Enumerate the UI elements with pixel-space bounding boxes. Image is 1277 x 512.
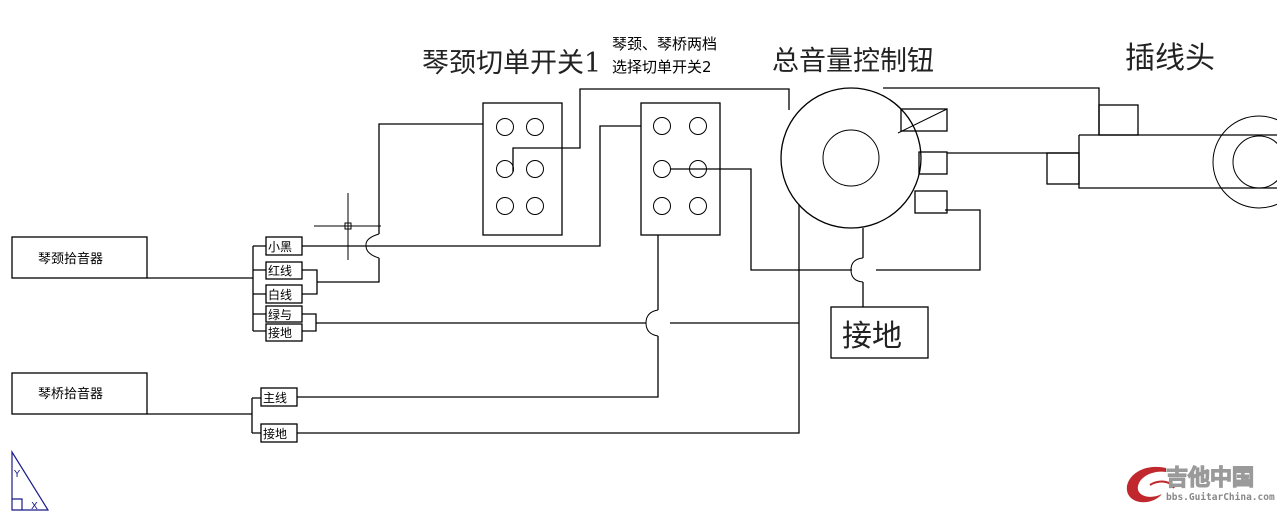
- svg-text:接地: 接地: [268, 325, 292, 340]
- red-white-join-wire: [302, 258, 380, 295]
- volume-pot-lug-2: [918, 151, 948, 175]
- jack-title: 插线头: [1125, 41, 1215, 76]
- wire-crossover-hop: [850, 257, 864, 283]
- wire-crossover-hop: [645, 309, 659, 337]
- switch-1-lug: [526, 160, 544, 178]
- switch-1-lug: [496, 118, 514, 136]
- volume-pot-body: [780, 87, 922, 229]
- watermark-url: bbs.GuitarChina.com: [1166, 492, 1275, 503]
- neck-pickup-box: [11, 236, 148, 279]
- neck-harness-branches: [253, 245, 266, 332]
- switch-2-lug: [653, 197, 671, 215]
- neck-wire-tag-white: 白线: [265, 284, 303, 304]
- selector-switch-title-line1: 琴颈、琴桥两档: [612, 35, 717, 53]
- svg-text:红线: 红线: [268, 263, 292, 278]
- switch-1-body: [482, 102, 563, 236]
- bridge-pickup-label: 琴桥拾音器: [38, 386, 103, 402]
- bridge-main-wire: [297, 336, 659, 398]
- volume-pot-lug-3: [914, 190, 948, 214]
- bridge-pickup-box: [11, 372, 148, 415]
- neck-wire-tag-red: 红线: [265, 261, 303, 280]
- svg-text:白线: 白线: [268, 287, 292, 302]
- jack-nut-inner: [1232, 135, 1277, 189]
- pot-to-jack-sleeve-wire: [883, 87, 1100, 135]
- switch-2-lug: [689, 197, 707, 215]
- ground-terminal-label: 接地: [842, 319, 902, 354]
- black-wire-to-switch2: [302, 125, 654, 247]
- switch-1-lug: [526, 197, 544, 215]
- switch-1-lug: [496, 197, 514, 215]
- green-ground-join-wire: [302, 313, 646, 332]
- svg-text:接地: 接地: [263, 426, 287, 441]
- ground-bus-wire: [297, 195, 800, 434]
- red-white-to-switch1-wire: [378, 123, 498, 234]
- selector-switch-title-line2: 选择切单开关2: [612, 58, 712, 76]
- bridge-harness: [147, 397, 261, 434]
- bridge-pickup: 琴桥拾音器: [11, 372, 148, 415]
- dragon-logo-icon-detail: [1149, 480, 1175, 489]
- bridge-wire-tag-ground: 接地: [260, 423, 298, 443]
- cad-crosshair-cursor: [314, 193, 381, 260]
- volume-pot-shaft: [822, 129, 880, 187]
- switch-1-lug: [526, 118, 544, 136]
- volume-pot-lug-1: [900, 108, 948, 132]
- svg-text:Y: Y: [13, 469, 21, 480]
- dragon-logo-icon: [1126, 466, 1166, 503]
- volume-pot-wiper: [897, 108, 948, 134]
- svg-text:小黑: 小黑: [268, 240, 292, 254]
- switch2-to-volume-wire: [670, 168, 852, 271]
- volume-pot: [780, 87, 948, 229]
- switch-1: [482, 102, 563, 236]
- neck-wire-tag-green: 绿与: [265, 305, 303, 323]
- ucs-axis-icon: Y X: [11, 449, 50, 512]
- neck-pickup-label: 琴颈拾音器: [38, 251, 103, 267]
- svg-text:X: X: [31, 501, 38, 512]
- jack-barrel: [1078, 134, 1277, 189]
- watermark-title: 吉他中国: [1166, 465, 1254, 491]
- watermark: 吉他中国 bbs.GuitarChina.com: [1126, 464, 1275, 503]
- neck-pickup: 琴颈拾音器: [11, 236, 148, 279]
- neck-wire-tag-ground: 接地: [265, 323, 303, 342]
- ground-terminal: 接地: [830, 306, 929, 359]
- jack-nut-outer: [1212, 115, 1277, 209]
- jack-tip-lug: [1046, 152, 1080, 185]
- switch-2-lug: [689, 117, 707, 135]
- jack-sleeve-lug: [1098, 104, 1139, 136]
- ground-terminal-box: [830, 306, 929, 359]
- neck-switch-title: 琴颈切单开关1: [422, 48, 601, 79]
- switch-2-lug: [653, 117, 671, 135]
- volume-knob-title: 总音量控制钮: [772, 46, 934, 77]
- svg-text:绿与: 绿与: [268, 307, 292, 322]
- neck-wire-tag-black: 小黑: [265, 236, 303, 256]
- svg-text:主线: 主线: [263, 391, 287, 405]
- switch1-to-volume-wire: [512, 88, 790, 172]
- volume-lug3-wire: [876, 209, 981, 271]
- bridge-wire-tag-main: 主线: [260, 387, 298, 407]
- output-jack: [1046, 104, 1277, 209]
